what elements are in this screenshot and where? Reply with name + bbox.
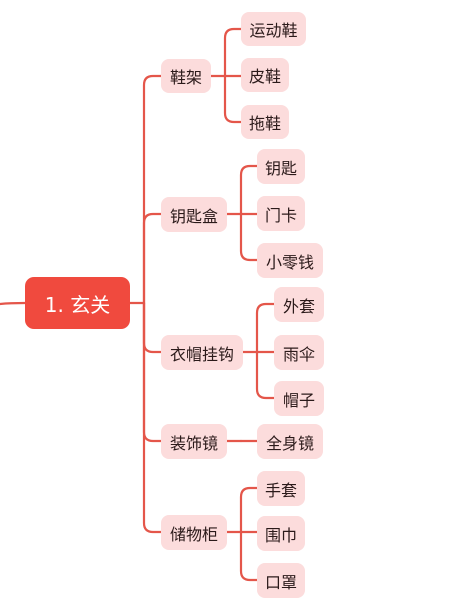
leaf-node-coat[interactable]: 外套 xyxy=(274,287,324,322)
connector-root-branch-0 xyxy=(142,74,163,305)
branch-node-decorative-mirror[interactable]: 装饰镜 xyxy=(161,424,227,459)
branch-node-shoe-rack[interactable]: 鞋架 xyxy=(161,59,211,93)
leaf-node-full-length-mirror[interactable]: 全身镜 xyxy=(257,424,323,459)
leaf-node-keys[interactable]: 钥匙 xyxy=(257,149,305,184)
leaf-node-umbrella[interactable]: 雨伞 xyxy=(274,335,324,370)
connector-branch-4-leaf-2 xyxy=(239,530,259,582)
connector-root-branch-4 xyxy=(142,301,163,534)
branch-node-storage-cabinet[interactable]: 储物柜 xyxy=(161,515,227,550)
leaf-node-scarf[interactable]: 围巾 xyxy=(257,516,305,551)
root-node-entryway[interactable]: 1. 玄关 xyxy=(25,277,130,329)
connector-branch-4-leaf-0 xyxy=(239,486,259,534)
branch-node-key-box[interactable]: 钥匙盒 xyxy=(161,197,227,232)
leaf-node-mask[interactable]: 口罩 xyxy=(257,563,305,598)
connector-root-branch-2 xyxy=(142,301,163,354)
leaf-node-gloves[interactable]: 手套 xyxy=(257,471,305,506)
branch-node-coat-hooks[interactable]: 衣帽挂钩 xyxy=(161,335,243,370)
connector-incoming xyxy=(0,301,27,306)
leaf-node-hat[interactable]: 帽子 xyxy=(274,381,324,416)
connector-branch-0-leaf-2 xyxy=(223,74,243,124)
leaf-node-small-change[interactable]: 小零钱 xyxy=(257,243,323,278)
connector-root-branch-3 xyxy=(142,301,163,443)
connector-branch-1-leaf-2 xyxy=(239,212,259,262)
leaf-node-door-card[interactable]: 门卡 xyxy=(257,196,305,231)
leaf-node-slippers[interactable]: 拖鞋 xyxy=(241,105,289,139)
connector-branch-1-leaf-0 xyxy=(239,164,259,216)
leaf-node-leather-shoes[interactable]: 皮鞋 xyxy=(241,58,289,92)
leaf-node-sneakers[interactable]: 运动鞋 xyxy=(241,12,306,46)
connector-branch-0-leaf-0 xyxy=(223,27,243,78)
connector-branch-2-leaf-2 xyxy=(255,350,276,400)
connector-root-branch-1 xyxy=(142,212,163,305)
connector-branch-2-leaf-0 xyxy=(255,302,276,354)
